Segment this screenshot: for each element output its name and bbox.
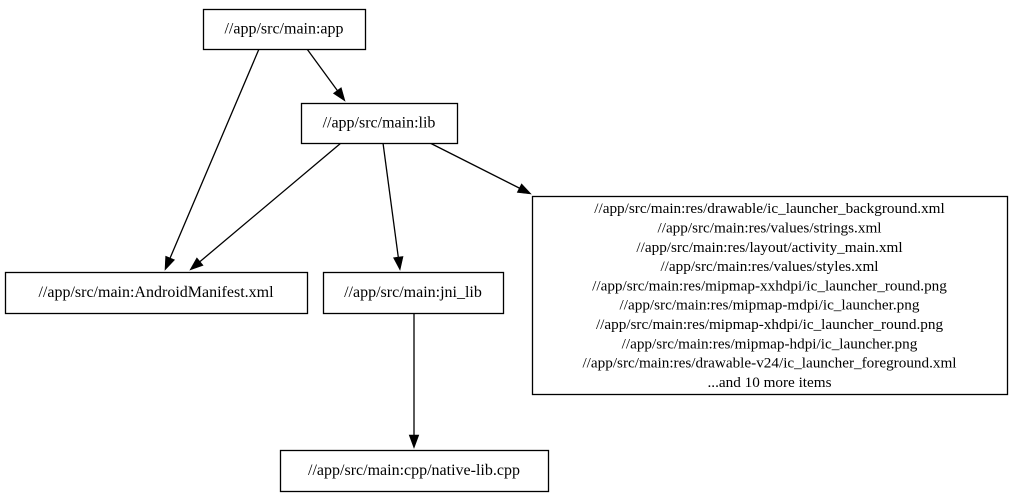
- graph-node-app[interactable]: //app/src/main:app: [202, 8, 367, 51]
- node-label-line: //app/src/main:res/drawable-v24/ic_launc…: [582, 355, 956, 372]
- node-label-line: //app/src/main:res/mipmap-xxhdpi/ic_laun…: [592, 277, 947, 294]
- node-label: //app/src/main:jni_lib: [344, 284, 482, 301]
- node-label-line: //app/src/main:res/values/styles.xml: [660, 258, 878, 275]
- node-label-line: //app/src/main:res/mipmap-xhdpi/ic_launc…: [596, 316, 944, 333]
- graph-node-lib[interactable]: //app/src/main:lib: [300, 102, 459, 145]
- graph-node-resources[interactable]: //app/src/main:res/drawable/ic_launcher_…: [531, 195, 1009, 396]
- edges-layer: [164, 48, 532, 449]
- node-label: //app/src/main:res/drawable/ic_launcher_…: [582, 200, 956, 391]
- graph-edge-app-to-lib: [306, 48, 346, 102]
- graph-edge-lib-to-jni-lib: [382, 142, 404, 271]
- node-label-line: //app/src/main:res/values/strings.xml: [658, 219, 882, 236]
- node-label-line: ...and 10 more items: [707, 374, 831, 391]
- graph-edge-jni-lib-to-native-lib: [408, 313, 420, 449]
- node-label: //app/src/main:AndroidManifest.xml: [38, 284, 274, 301]
- node-label-line: //app/src/main:res/layout/activity_main.…: [636, 239, 902, 256]
- graph-node-jni_lib[interactable]: //app/src/main:jni_lib: [322, 271, 505, 315]
- node-label-line: //app/src/main:res/mipmap-hdpi/ic_launch…: [622, 335, 918, 352]
- node-label: //app/src/main:app: [224, 21, 343, 38]
- node-label: //app/src/main:lib: [323, 115, 436, 132]
- node-label: //app/src/main:cpp/native-lib.cpp: [308, 462, 520, 479]
- node-label-line: //app/src/main:res/mipmap-mdpi/ic_launch…: [620, 297, 920, 314]
- graph-edge-lib-to-resources: [429, 142, 532, 195]
- graph-node-native_lib[interactable]: //app/src/main:cpp/native-lib.cpp: [279, 449, 550, 493]
- node-label-line: //app/src/main:res/drawable/ic_launcher_…: [594, 200, 944, 217]
- graph-node-manifest[interactable]: //app/src/main:AndroidManifest.xml: [4, 271, 309, 315]
- graph-edge-lib-to-manifest: [189, 142, 342, 271]
- nodes-layer: //app/src/main:app //app/src/main:lib //ap…: [4, 8, 1009, 493]
- graph-edge-app-to-manifest: [164, 48, 260, 271]
